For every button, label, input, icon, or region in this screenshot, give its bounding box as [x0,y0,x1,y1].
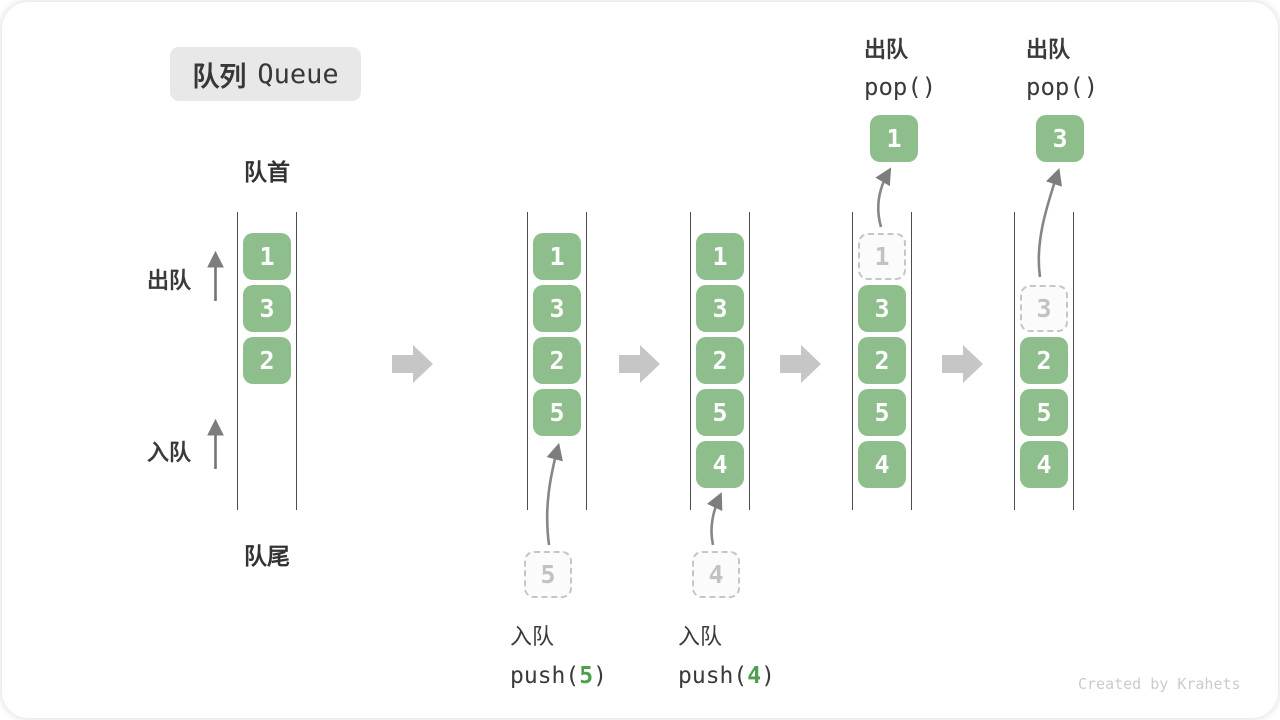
queue-state-2: 1 3 2 5 [527,212,587,510]
queue-item: 5 [1020,389,1068,436]
pop-operation-label-2: 出队 pop() [1026,32,1098,101]
queue-item: 5 [858,389,906,436]
queue-item: 2 [858,337,906,384]
queue-state-5: 3 2 5 4 [1014,212,1074,510]
queue-item: 5 [533,389,581,436]
popped-value-box: 1 [870,115,918,162]
title-zh: 队列 [192,61,247,92]
push-code-close: ) [593,663,607,689]
queue-item: 3 [858,285,906,332]
queue-front-label: 队首 [244,159,290,185]
popped-value-box: 3 [1036,115,1084,162]
queue-item-ghost: 3 [1020,285,1068,332]
push-operation-label-5: 入队 push(5) [510,619,607,689]
queue-item: 4 [696,441,744,488]
queue-item: 3 [243,285,291,332]
dequeue-side-label: 出队 [147,268,192,293]
queue-state-4: 1 3 2 5 4 [852,212,912,510]
queue-item: 2 [696,337,744,384]
queue-item: 1 [243,233,291,280]
queue-item: 2 [533,337,581,384]
incoming-value-box: 5 [524,551,572,598]
queue-item-ghost: 1 [858,233,906,280]
queue-item: 2 [243,337,291,384]
push-code-arg: 4 [747,663,762,689]
pop-label-zh: 出队 [1026,37,1071,62]
queue-item: 4 [858,441,906,488]
queue-item: 3 [533,285,581,332]
watermark: Created by Krahets [1078,675,1241,693]
pop-code: pop() [864,73,937,101]
queue-item: 4 [1020,441,1068,488]
pop-code: pop() [1026,73,1099,101]
push-code: push(5) [510,663,607,689]
title-badge: 队列 Queue [170,47,361,101]
push-code-open: push( [510,663,580,689]
queue-item: 2 [1020,337,1068,384]
queue-rear-label: 队尾 [244,543,290,569]
queue-state-3: 1 3 2 5 4 [690,212,750,510]
push-code: push(4) [678,663,775,689]
push-code-close: ) [761,663,775,689]
queue-item: 3 [696,285,744,332]
enqueue-side-label: 入队 [147,440,192,465]
push-code-arg: 5 [579,663,594,689]
push-label-zh: 入队 [678,624,723,649]
pop-label-zh: 出队 [864,37,909,62]
push-code-open: push( [678,663,748,689]
push-operation-label-4: 入队 push(4) [678,619,775,689]
push-label-zh: 入队 [510,624,555,649]
pop-operation-label-1: 出队 pop() [864,32,936,101]
queue-item: 1 [696,233,744,280]
incoming-value-box: 4 [692,551,740,598]
queue-item: 1 [533,233,581,280]
queue-item: 5 [696,389,744,436]
queue-state-1: 1 3 2 [237,212,297,510]
title-en: Queue [257,58,339,90]
